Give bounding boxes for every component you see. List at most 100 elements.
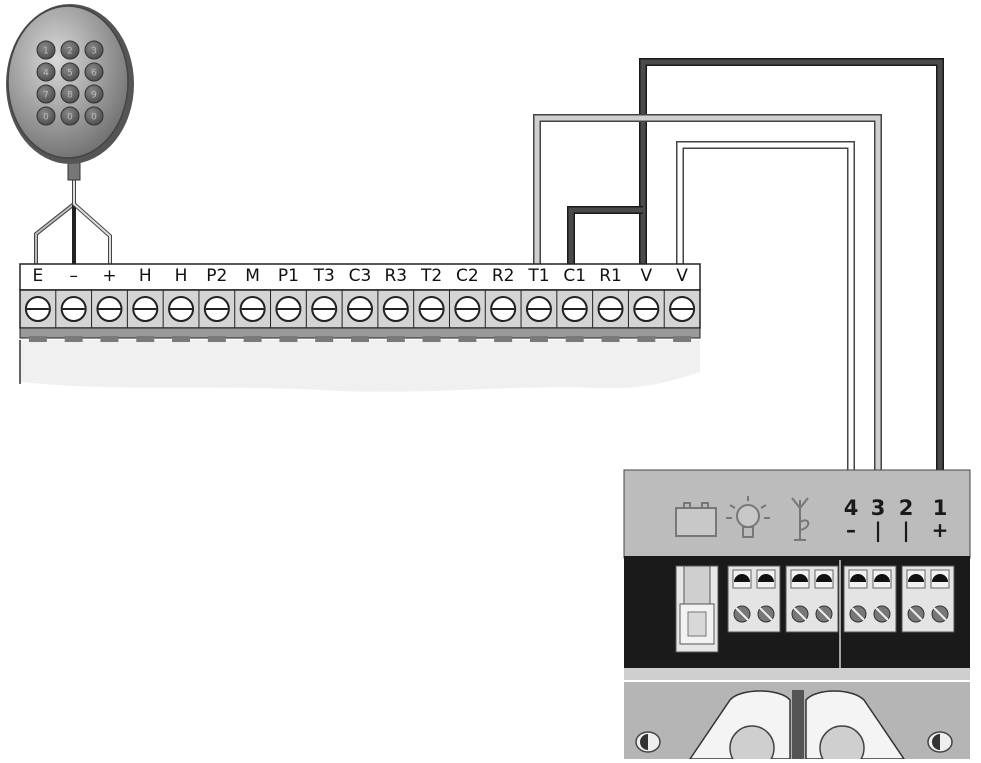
terminal-screw bbox=[91, 290, 123, 328]
keypad-cable bbox=[34, 157, 112, 292]
terminal-tooth bbox=[458, 336, 477, 342]
terminal-tooth bbox=[422, 336, 441, 342]
receiver-terminal-number: 2 bbox=[898, 496, 914, 520]
terminal-label: P2 bbox=[206, 266, 228, 286]
terminal-tooth bbox=[386, 336, 405, 342]
terminal-label: R3 bbox=[384, 266, 408, 286]
terminal-screw bbox=[234, 290, 266, 328]
terminal-screw bbox=[55, 290, 87, 328]
receiver-terminal-pair bbox=[901, 565, 955, 633]
terminal-label: + bbox=[102, 266, 117, 286]
terminal-tooth bbox=[172, 336, 191, 342]
keypad-key: 0 bbox=[60, 106, 80, 126]
terminal-screw bbox=[520, 290, 552, 328]
svg-text:0: 0 bbox=[43, 113, 49, 123]
svg-text:6: 6 bbox=[91, 69, 97, 79]
terminal-label: H bbox=[174, 266, 188, 286]
svg-text:2: 2 bbox=[67, 47, 73, 57]
terminal-screw bbox=[556, 290, 588, 328]
terminal-tooth bbox=[315, 336, 334, 342]
terminal-label: V bbox=[676, 266, 688, 286]
housing-bottom bbox=[635, 690, 953, 763]
receiver-terminal-number: 1 bbox=[932, 496, 948, 520]
terminal-screw bbox=[162, 290, 195, 328]
terminal-screw bbox=[592, 290, 624, 328]
terminal-label: V bbox=[640, 266, 653, 286]
terminal-screw bbox=[270, 290, 302, 328]
receiver-terminal-pair bbox=[727, 565, 781, 633]
terminal-tooth bbox=[601, 336, 620, 342]
receiver-terminal-pair bbox=[785, 565, 839, 633]
terminal-screw bbox=[413, 290, 445, 328]
terminal-tooth bbox=[565, 336, 584, 342]
keypad-key: 7 bbox=[36, 84, 56, 104]
receiver-terminal-pair bbox=[843, 565, 897, 633]
svg-text:5: 5 bbox=[67, 69, 73, 79]
terminal-tooth bbox=[637, 336, 656, 342]
terminal-screw bbox=[627, 290, 660, 328]
terminal-screw bbox=[377, 290, 409, 328]
terminal-tooth bbox=[136, 336, 155, 342]
terminal-label: T3 bbox=[313, 266, 335, 286]
terminal-tooth bbox=[100, 336, 119, 342]
terminal-screw bbox=[484, 290, 517, 328]
terminal-tooth bbox=[529, 336, 548, 342]
keypad-key: 0 bbox=[36, 106, 56, 126]
receiver-terminal-labels: 4–3|2|1+ bbox=[830, 496, 960, 548]
keypad-key: 3 bbox=[84, 40, 104, 60]
keypad-key: 4 bbox=[36, 62, 56, 82]
receiver-terminal-sign: – bbox=[846, 518, 856, 542]
terminal-label: E bbox=[32, 266, 44, 286]
terminal-screw bbox=[126, 290, 159, 328]
terminal-screw bbox=[663, 290, 696, 328]
terminal-label: C1 bbox=[563, 266, 587, 286]
terminal-tooth bbox=[673, 336, 692, 342]
receiver-terminal-number: 4 bbox=[843, 496, 859, 520]
receiver-unit bbox=[623, 469, 971, 763]
receiver-terminal-sign: + bbox=[931, 518, 949, 542]
terminal-label: R2 bbox=[491, 266, 515, 286]
terminal-screw bbox=[24, 296, 51, 322]
terminal-label: C3 bbox=[348, 266, 372, 286]
receiver-terminal-sign: | bbox=[902, 518, 910, 542]
svg-text:0: 0 bbox=[67, 113, 73, 123]
connector-plug bbox=[675, 565, 719, 653]
keypad-key: 5 bbox=[60, 62, 80, 82]
terminal-label: – bbox=[69, 266, 78, 286]
wire-v-to-4 bbox=[676, 141, 855, 500]
keypad-key: 1 bbox=[36, 40, 56, 60]
svg-text:1: 1 bbox=[43, 47, 49, 57]
receiver-terminal-sign: | bbox=[874, 518, 882, 542]
svg-text:0: 0 bbox=[91, 113, 97, 123]
keypad-key: 6 bbox=[84, 62, 104, 82]
svg-text:7: 7 bbox=[43, 91, 49, 101]
terminal-label: C2 bbox=[456, 266, 479, 286]
lamp-icon bbox=[726, 496, 770, 538]
terminal-label: T2 bbox=[420, 266, 443, 286]
terminal-screw bbox=[341, 290, 373, 328]
receiver-terminal-number: 3 bbox=[870, 496, 886, 520]
terminal-label: P1 bbox=[277, 266, 299, 286]
terminal-tooth bbox=[279, 336, 298, 342]
terminal-tooth bbox=[351, 336, 369, 342]
keypad-key: 0 bbox=[84, 106, 104, 126]
svg-text:8: 8 bbox=[67, 91, 73, 101]
terminal-screw bbox=[305, 290, 338, 328]
svg-text:4: 4 bbox=[43, 69, 49, 79]
terminal-label: T1 bbox=[528, 266, 550, 286]
terminal-tooth bbox=[207, 336, 226, 342]
terminal-tooth bbox=[494, 336, 513, 342]
keypad-key: 2 bbox=[60, 40, 80, 60]
terminal-screw bbox=[448, 290, 481, 328]
terminal-label: M bbox=[245, 266, 260, 286]
terminal-tooth bbox=[64, 336, 83, 342]
control-board bbox=[20, 340, 700, 392]
terminal-label: R1 bbox=[599, 266, 622, 286]
terminal-block bbox=[19, 263, 701, 342]
terminal-screw bbox=[198, 290, 230, 328]
battery-icon bbox=[675, 502, 717, 537]
keypad-key: 8 bbox=[60, 84, 80, 104]
